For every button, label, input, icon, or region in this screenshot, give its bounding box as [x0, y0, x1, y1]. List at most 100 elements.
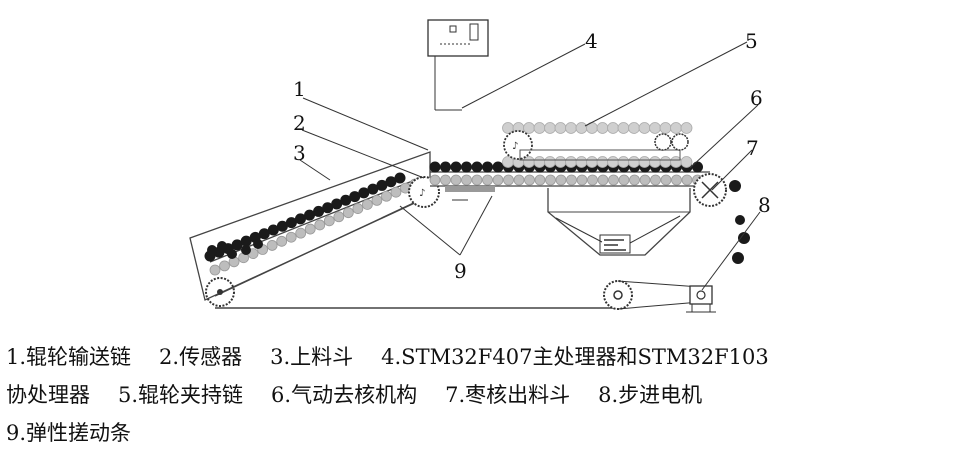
bottom-left-sprocket-hub — [217, 289, 223, 295]
roller — [575, 156, 588, 168]
roller — [607, 122, 619, 134]
legend-item: 协处理器 — [6, 383, 90, 407]
callout-8: 8 — [758, 193, 771, 217]
jujube — [367, 183, 379, 195]
leader-hopper-b — [629, 215, 681, 244]
clamping-chain: ♪ — [502, 122, 693, 168]
legend-item: 2.传感器 — [159, 345, 243, 369]
jujube — [385, 176, 397, 188]
roller — [266, 240, 278, 251]
belt-top — [617, 280, 701, 288]
roller — [555, 174, 567, 186]
roller — [503, 174, 514, 186]
jujube — [349, 191, 361, 203]
incline-jujube-row — [204, 172, 406, 262]
legend-row-3: 9.弹性搓动条 — [6, 414, 964, 452]
stepper-motor-shaft — [696, 290, 706, 300]
clamp-idler-gear-1 — [654, 133, 672, 151]
roller — [649, 156, 661, 168]
jujube — [394, 172, 406, 184]
conveyor-lower-rail — [214, 199, 421, 297]
roller — [440, 174, 451, 186]
right-sprocket-x2 — [701, 181, 719, 199]
discharge-jujube — [729, 180, 741, 192]
falling-jujube — [735, 215, 745, 225]
legend-item: 5.辊轮夹持链 — [118, 383, 244, 407]
roller — [492, 174, 504, 186]
roller — [607, 156, 619, 168]
legend-item: 6.气动去核机构 — [271, 383, 418, 407]
roller — [544, 156, 556, 168]
roller — [333, 211, 345, 223]
legend-item: 7.枣核出料斗 — [445, 383, 571, 407]
leader-9b — [459, 195, 493, 256]
roller — [617, 122, 630, 134]
callout-4: 4 — [585, 29, 598, 53]
processor-board — [427, 19, 489, 111]
jujube — [692, 161, 703, 173]
callout-2: 2 — [293, 111, 306, 135]
roller — [671, 174, 682, 186]
leader-2 — [301, 129, 425, 179]
roller — [461, 174, 472, 186]
stepper-motor — [689, 285, 713, 305]
belt-bottom — [617, 301, 701, 310]
falling-jujube — [738, 232, 750, 244]
roller — [554, 156, 567, 168]
roller — [650, 174, 661, 186]
roller — [680, 122, 693, 134]
callout-6: 6 — [750, 86, 763, 110]
leader-9a — [399, 205, 461, 256]
jujube — [258, 228, 270, 240]
roller — [534, 174, 546, 186]
legend-item: 3.上料斗 — [270, 345, 354, 369]
jujube — [376, 179, 388, 191]
leader-4 — [461, 43, 586, 109]
roller — [381, 190, 392, 202]
jujube — [471, 161, 483, 173]
roller — [276, 235, 288, 247]
legend-item: 4.STM32F407主处理器和STM32F103 — [381, 345, 769, 369]
leader-1 — [302, 97, 429, 151]
jujube — [231, 239, 243, 251]
roller — [565, 122, 577, 134]
roller — [352, 203, 364, 214]
kernel-hopper-outline — [547, 188, 691, 256]
roller — [544, 122, 556, 134]
leader-3 — [299, 159, 331, 181]
callout-1: 1 — [293, 77, 306, 101]
roller — [565, 156, 577, 168]
board-body — [427, 19, 489, 57]
roller — [209, 264, 221, 276]
kernel-hopper — [547, 188, 691, 256]
roller — [371, 194, 383, 206]
leader-6 — [689, 104, 759, 169]
roller — [670, 122, 682, 134]
roller — [314, 219, 326, 231]
jujube — [331, 198, 343, 210]
roller — [681, 174, 693, 186]
roller — [502, 156, 514, 168]
jujube — [429, 161, 441, 173]
bottom-pulley-hub — [613, 290, 623, 300]
leader-8 — [701, 211, 761, 291]
roller — [323, 215, 335, 227]
roller — [608, 174, 619, 186]
roller — [659, 122, 672, 134]
clamp-left-sprocket — [503, 130, 533, 160]
jujube — [492, 161, 504, 173]
roller — [471, 174, 483, 186]
jujube — [217, 241, 227, 251]
jujube — [267, 224, 279, 236]
roller — [285, 231, 297, 243]
jujube — [240, 235, 252, 247]
roller — [596, 122, 609, 134]
roller — [638, 122, 651, 134]
clamp-idler-gear-2 — [671, 133, 689, 151]
jujube — [461, 161, 472, 173]
roller — [482, 174, 493, 186]
roller — [450, 174, 462, 186]
roller — [513, 174, 525, 186]
